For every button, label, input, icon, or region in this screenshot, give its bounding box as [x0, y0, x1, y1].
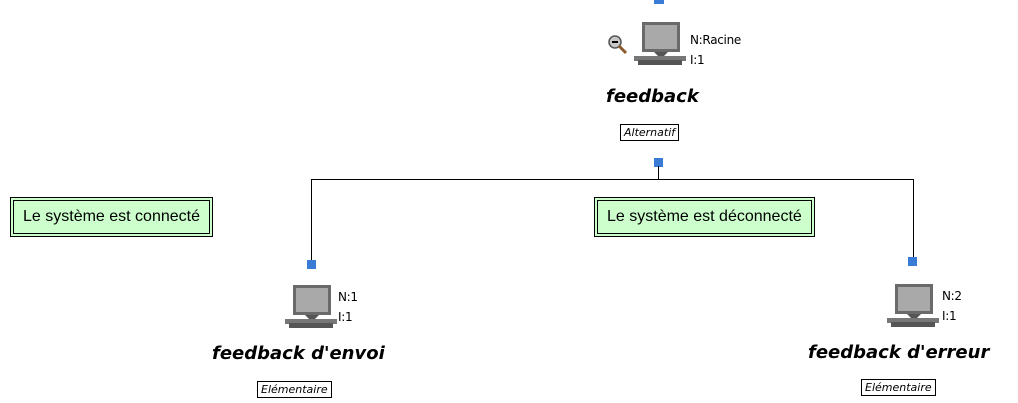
- zoom-out-icon[interactable]: [607, 34, 629, 56]
- horizontal-connector-line: [311, 179, 914, 180]
- computer-icon: [885, 284, 941, 328]
- top-connector-handle[interactable]: [654, 0, 664, 4]
- root-task-title[interactable]: feedback: [606, 86, 699, 107]
- child2-task-title[interactable]: feedback d'erreur: [808, 342, 990, 363]
- left-branch-line: [311, 179, 312, 261]
- child2-i-label: I:1: [942, 309, 957, 323]
- root-stem-line: [658, 166, 659, 180]
- right-branch-line: [913, 179, 914, 259]
- root-i-label: I:1: [690, 53, 705, 67]
- child1-task-title[interactable]: feedback d'envoi: [212, 343, 385, 364]
- root-n-label: N:Racine: [690, 33, 741, 47]
- computer-icon: [283, 285, 339, 329]
- child1-type-box: Elémentaire: [257, 381, 332, 398]
- condition-disconnected[interactable]: Le système est déconnecté: [594, 197, 815, 237]
- child2-top-handle[interactable]: [908, 257, 917, 266]
- root-type-box: Alternatif: [620, 124, 680, 141]
- child2-n-label: N:2: [942, 289, 962, 303]
- child2-type-box: Elémentaire: [861, 379, 936, 396]
- computer-icon: [632, 22, 688, 66]
- root-bottom-handle[interactable]: [654, 158, 663, 167]
- child1-i-label: I:1: [338, 310, 353, 324]
- child1-n-label: N:1: [338, 290, 358, 304]
- child1-top-handle[interactable]: [307, 260, 316, 269]
- condition-connected[interactable]: Le système est connecté: [10, 197, 213, 237]
